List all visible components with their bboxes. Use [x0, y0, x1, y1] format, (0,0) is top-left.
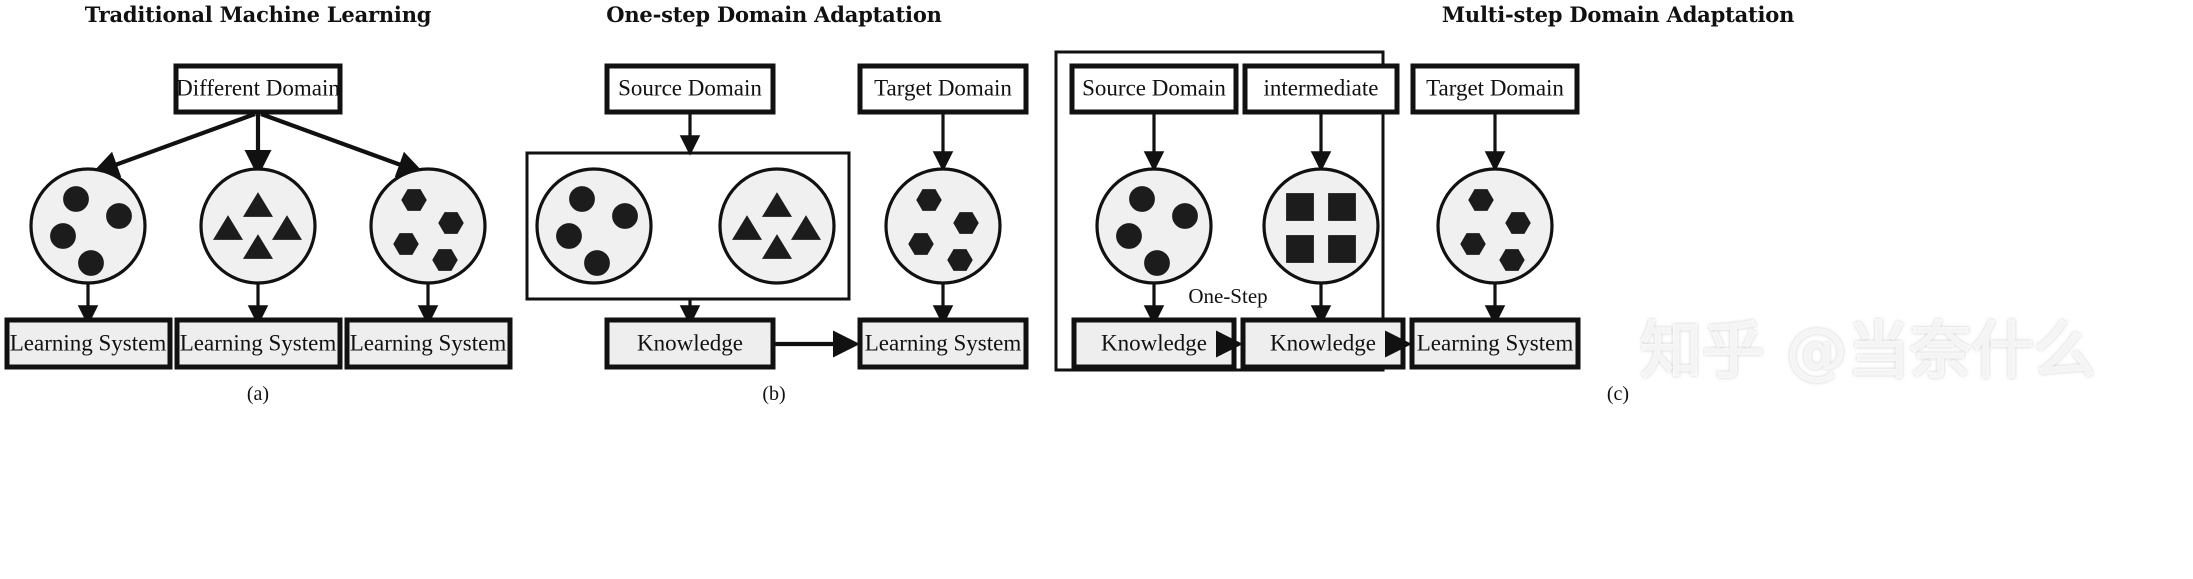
square-shape	[1325, 190, 1359, 224]
square-shape	[1283, 232, 1317, 266]
panel-c-output-label-3: Learning System	[1417, 330, 1574, 355]
panel-b-aux-circle	[718, 167, 836, 285]
dot-shape	[1113, 220, 1145, 252]
panel-c-output-box-3	[1409, 317, 1581, 370]
panel-a-branch-left	[91, 112, 256, 178]
panel-a-top-box-label: Different Domain	[176, 75, 340, 100]
panel-b-group-rect	[525, 151, 851, 301]
dot-shape	[609, 200, 641, 232]
dot-shape	[553, 220, 585, 252]
dot-shape	[47, 220, 79, 252]
panel-b-knowledge-label: Knowledge	[637, 330, 743, 355]
panel-a-output-label-2: Learning System	[180, 330, 337, 355]
panel-c-source-label: Source Domain	[1082, 75, 1226, 100]
panel-a-output-box-3	[344, 317, 513, 370]
hexagon-shape	[398, 186, 430, 214]
hexagon-shape	[905, 230, 937, 258]
square-shape	[1325, 232, 1359, 266]
dot-shape	[60, 183, 92, 215]
panel-c-intermediate-circle	[1262, 167, 1380, 285]
panel-a-sublabel: (a)	[247, 383, 269, 405]
panel-c-step-label: One-Step	[1188, 284, 1267, 308]
triangle-shape	[758, 187, 796, 220]
dot-shape	[581, 247, 613, 279]
hexagon-shape	[390, 230, 422, 258]
hexagon-shape	[435, 209, 467, 237]
panel-b-title: One-step Domain Adaptation	[606, 2, 941, 27]
hexagon-shape	[1457, 230, 1489, 258]
panel-c-output-label-2: Knowledge	[1270, 330, 1376, 355]
hexagon-shape	[1496, 246, 1528, 274]
hexagon-shape	[913, 186, 945, 214]
panel-a-domain-circle-2	[199, 167, 317, 285]
panel-b-learning-box	[857, 317, 1029, 370]
panel-b-knowledge-box	[604, 317, 776, 370]
triangle-shape	[728, 210, 766, 243]
dot-shape	[566, 183, 598, 215]
panel-a-branch-right	[260, 112, 425, 178]
hexagon-shape	[429, 246, 461, 274]
panel-a-top-box	[173, 63, 343, 115]
dot-shape	[1141, 247, 1173, 279]
panel-a-title: Traditional Machine Learning	[85, 2, 432, 27]
dot-shape	[1169, 200, 1201, 232]
panel-b-learning-label: Learning System	[865, 330, 1022, 355]
triangle-shape	[239, 229, 277, 262]
triangle-shape	[209, 210, 247, 243]
hexagon-shape	[950, 209, 982, 237]
panel-b-target-circle	[884, 167, 1002, 285]
dot-shape	[1126, 183, 1158, 215]
panel-c-output-box-1	[1071, 317, 1237, 370]
panel-c-title: Multi-step Domain Adaptation	[1442, 2, 1794, 27]
triangle-shape	[268, 210, 306, 243]
panel-c-sublabel: (c)	[1607, 383, 1629, 405]
panel-b-sublabel: (b)	[762, 383, 785, 405]
triangle-shape	[787, 210, 825, 243]
hexagon-shape	[1502, 209, 1534, 237]
panel-a-output-label-1: Learning System	[10, 330, 167, 355]
panel-b-source-label: Source Domain	[618, 75, 762, 100]
hexagon-shape	[944, 246, 976, 274]
panel-c-target-label: Target Domain	[1426, 75, 1564, 100]
panel-b-target-label: Target Domain	[874, 75, 1012, 100]
dot-shape	[75, 247, 107, 279]
hexagon-shape	[1465, 186, 1497, 214]
square-shape	[1283, 190, 1317, 224]
triangle-shape	[239, 187, 277, 220]
panel-c-output-label-1: Knowledge	[1101, 330, 1207, 355]
panel-a-output-label-3: Learning System	[350, 330, 507, 355]
panel-b-source-circle	[535, 167, 653, 285]
panel-c-target-circle	[1436, 167, 1554, 285]
panel-a-output-box-1	[4, 317, 173, 370]
panel-a-output-box-2	[174, 317, 343, 370]
panel-c-group-rect	[1054, 50, 1385, 372]
panel-c-intermediate-label: intermediate	[1264, 75, 1379, 100]
dot-shape	[103, 200, 135, 232]
triangle-shape	[758, 229, 796, 262]
panel-a-domain-circle-3	[369, 167, 487, 285]
